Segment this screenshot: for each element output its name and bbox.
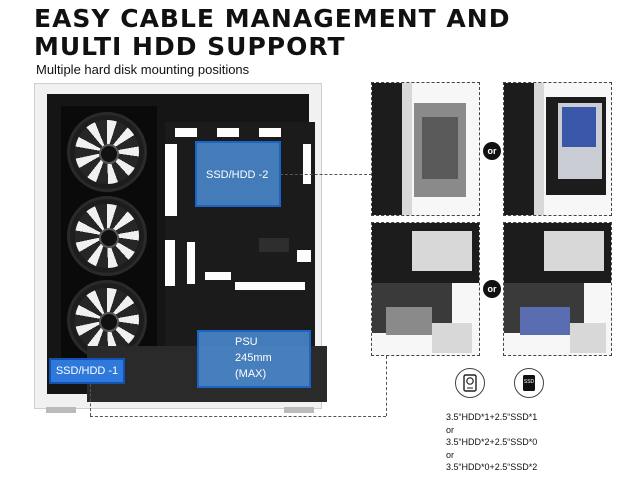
or-badge: or [483,280,501,298]
or-badge: or [483,142,501,160]
spec-line: 3.5“HDD*1+2.5“SSD*1 [446,412,538,422]
subtitle: Multiple hard disk mounting positions [36,62,250,77]
ssd-hdd-1-highlight: SSD/HDD -1 [49,358,125,384]
headline-line-1: EASY CABLE MANAGEMENT AND [34,4,511,33]
fan-bracket [61,106,157,364]
mount-photo-tray-empty [371,222,480,356]
case-foot [284,407,314,413]
connector-line [90,416,386,417]
connector-line [386,356,387,416]
spec-line: 3.5“HDD*0+2.5“SSD*2 [446,462,538,472]
spec-line: 3.5“HDD*2+2.5“SSD*0 [446,437,538,447]
ssd-icon: SSD [514,368,544,398]
ssd-hdd-1-label: SSD/HDD -1 [55,365,119,377]
mount-photo-tray-ssd [503,222,612,356]
fan-icon [67,196,147,276]
psu-highlight: PSU 245mm (MAX) [197,330,311,388]
case-foot [46,407,76,413]
psu-label: PSU [235,336,258,348]
psu-max-label: (MAX) [235,368,267,380]
mount-photo-hdd [503,82,612,216]
mount-photo-bracket [371,82,480,216]
ssd-icon-text: SSD [523,379,535,385]
connector-line [90,384,91,416]
headline-line-2: MULTI HDD SUPPORT [34,32,346,61]
ssd-hdd-2-label: SSD/HDD -2 [206,169,269,181]
spec-line: or [446,425,455,435]
connector-line [280,174,372,175]
psu-length-label: 245mm [235,352,272,364]
fan-icon [67,112,147,192]
ssd-hdd-2-highlight: SSD/HDD -2 [195,141,281,207]
pc-case-illustration: SSD/HDD -2 PSU 245mm (MAX) SSD/HDD -1 [34,83,327,409]
hdd-icon [455,368,485,398]
spec-line: or [446,450,455,460]
